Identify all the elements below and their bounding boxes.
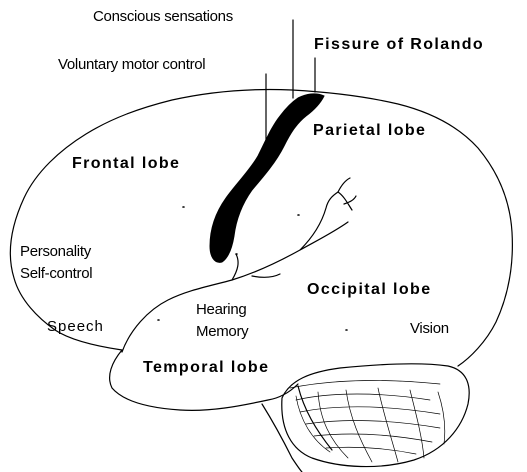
label-parietal-lobe: Parietal lobe [313,123,426,139]
label-occipital-lobe: Occipital lobe [307,282,432,298]
label-fissure-of-rolando: Fissure of Rolando [314,37,484,53]
label-temporal-lobe: Temporal lobe [143,360,269,376]
sulcus-branch [300,192,338,250]
label-speech: Speech [47,319,104,334]
label-frontal-lobe: Frontal lobe [72,156,180,172]
central-sulcus [210,94,324,262]
label-vision: Vision [410,321,449,336]
cerebellum-outline [282,364,469,467]
label-memory: Memory [196,324,248,339]
label-voluntary-motor-control: Voluntary motor control [58,57,205,72]
label-hearing: Hearing [196,302,246,317]
sulcus-branch [338,178,356,210]
label-self-control: Self-control [20,266,92,281]
sulcus-branch [232,254,238,280]
brainstem-outline [298,386,332,450]
cerebellum-folia [290,381,445,462]
sulcus-branch [252,274,280,277]
label-conscious-sensations: Conscious sensations [93,9,233,24]
label-personality: Personality [20,244,91,259]
